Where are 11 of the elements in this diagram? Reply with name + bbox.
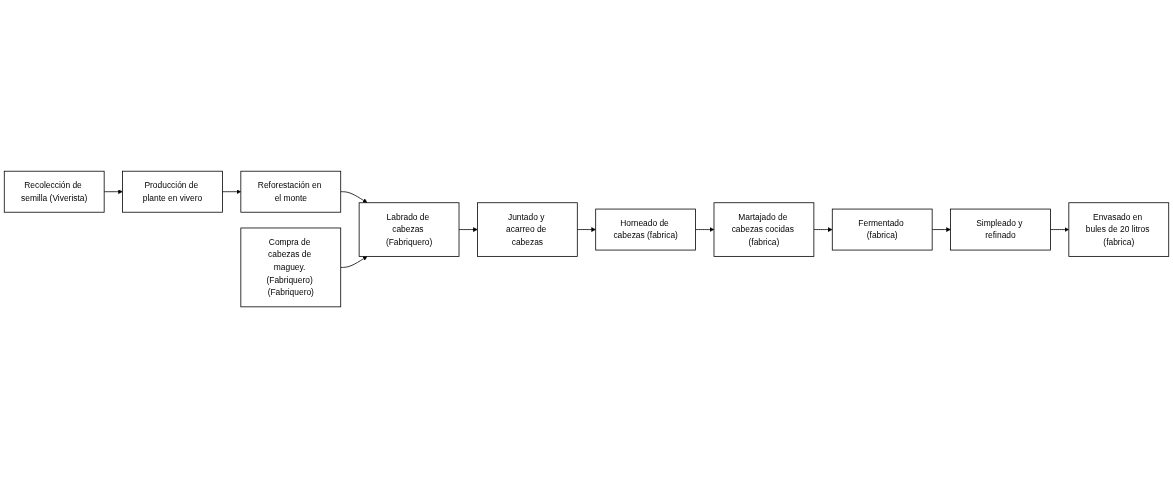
- node-box: Horneado de cabezas (fabrica): [595, 209, 696, 251]
- node-box: Envasado en bules de 20 litros (fabrica): [1068, 202, 1170, 258]
- node-box: Fermentado (fabrica): [831, 209, 933, 251]
- node-box: Compra de cabezas de maguey. (Fabriquero) (Fabriquero): [240, 228, 342, 308]
- node-box: Producción de plante en vivero: [122, 171, 223, 214]
- node-box: Simpleado y refinado: [950, 209, 1051, 251]
- node-box: Recolección de semilla (Viverista): [3, 171, 105, 214]
- node-box: Martajado de cabezas cocidas (fabrica): [713, 202, 815, 258]
- node-box: Juntado y acarreo de cabezas: [477, 202, 578, 258]
- node-box: Reforestación en el monte: [240, 171, 342, 214]
- node-box: Labrado de cabezas (Fabriquero): [358, 202, 460, 258]
